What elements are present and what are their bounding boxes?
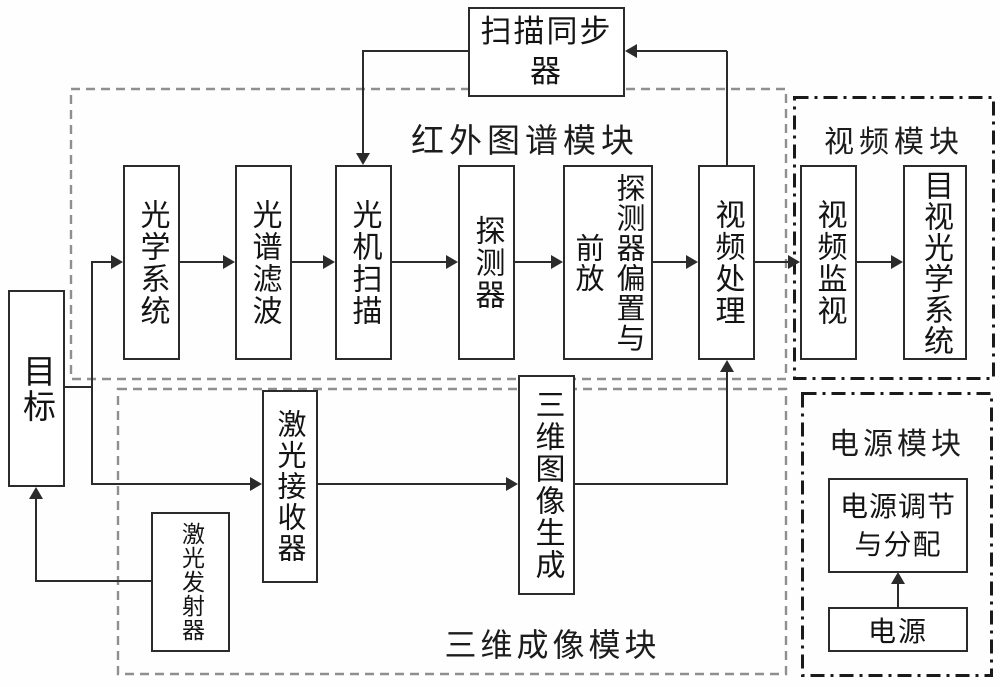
node-spectral-filter: 光谱滤波 — [235, 165, 292, 360]
arrow-into-detector-bias — [551, 255, 563, 269]
ir-module-frame — [69, 87, 788, 381]
line-videoproc-to-monitor — [755, 261, 790, 263]
node-target: 目标 — [8, 290, 65, 487]
arrow-into-video-monitor — [788, 255, 800, 269]
line-sync-to-scan-h — [362, 50, 468, 52]
line-detector-to-bias — [515, 261, 553, 263]
arrow-into-video-processing — [686, 255, 698, 269]
line-monitor-to-eyepiece — [857, 261, 893, 263]
node-laser-transmitter: 激光发射器 — [151, 512, 230, 652]
arrow-into-detector — [446, 255, 458, 269]
three-d-module-frame — [116, 387, 788, 676]
power-module-frame — [801, 392, 993, 677]
node-detector-bias: 探测器偏置与前放 — [563, 165, 653, 360]
arrow-into-optomech-scan — [356, 153, 370, 165]
arrow-into-power-regulation — [891, 572, 905, 584]
line-3d-to-videoproc-h — [575, 483, 728, 485]
line-videoproc-to-sync-v — [726, 51, 728, 167]
line-videoproc-to-sync-h — [635, 50, 727, 52]
node-scan-sync-label: 扫描同步器 — [480, 14, 613, 90]
node-visual-optics: 目视光学系统 — [903, 165, 967, 360]
node-optical-system: 光学系统 — [123, 165, 180, 360]
line-filter-to-scan — [292, 261, 325, 263]
video-module-label: 视频模块 — [824, 125, 964, 160]
arrow-into-scan-sync — [625, 44, 637, 58]
node-detector: 探测器 — [458, 165, 515, 360]
node-image-3d: 三维图像生成 — [518, 375, 575, 595]
arrow-into-videoproc-bottom — [720, 360, 734, 372]
node-laser-receiver: 激光接收器 — [262, 390, 318, 583]
node-video-processing: 视频处理 — [698, 165, 755, 360]
line-lasertx-to-target-v — [35, 496, 37, 582]
video-module-frame — [793, 96, 995, 380]
line-bias-to-videoproc — [652, 261, 688, 263]
node-power-source-label: 电源 — [867, 614, 928, 648]
arrow-into-visual-optics — [891, 255, 903, 269]
line-scan-to-detector — [392, 261, 448, 263]
three-d-module-label: 三维成像模块 — [444, 626, 661, 664]
node-scan-sync: 扫描同步器 — [468, 7, 625, 97]
line-sync-to-scan-v — [362, 50, 364, 154]
line-power-to-regulator — [897, 582, 899, 607]
line-3d-to-videoproc-v — [726, 370, 728, 485]
power-module-label: 电源模块 — [829, 427, 965, 462]
arrow-into-spectral-filter — [223, 255, 235, 269]
line-target-to-optical — [91, 261, 113, 263]
line-lasertx-to-target-h — [35, 580, 152, 582]
node-video-monitor: 视频监视 — [800, 165, 857, 360]
node-optomech-scan: 光机扫描 — [335, 165, 392, 360]
node-power-regulation-label: 电源调节与分配 — [839, 489, 956, 561]
arrow-into-image-3d — [506, 477, 518, 491]
arrow-into-optical-system — [111, 255, 123, 269]
node-power-source: 电源 — [828, 607, 968, 652]
arrow-into-optomech-scan-left — [323, 255, 335, 269]
line-optical-to-filter — [180, 261, 225, 263]
arrow-into-target-bottom — [29, 487, 43, 499]
ir-module-label: 红外图谱模块 — [411, 121, 639, 160]
line-target-to-laserrx — [91, 483, 252, 485]
node-power-regulation: 电源调节与分配 — [828, 478, 968, 573]
line-target-branch-v — [91, 261, 93, 485]
line-target-stub — [64, 386, 93, 388]
line-laserrx-to-3d — [318, 483, 508, 485]
arrow-into-laser-receiver — [250, 477, 262, 491]
